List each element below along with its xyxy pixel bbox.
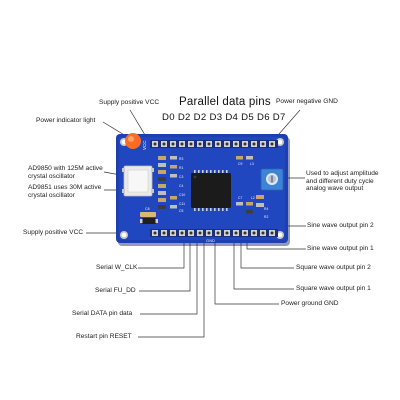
label-ad9850-line1: AD9850 with 125M active xyxy=(28,165,103,172)
label-power-indicator: Power indicator light xyxy=(36,117,96,124)
silk-c8: C8 xyxy=(145,207,150,211)
leader-square2 xyxy=(240,240,294,269)
silk-vcc: VCC xyxy=(142,140,147,150)
svg-text:C7: C7 xyxy=(238,196,242,200)
svg-text:L3: L3 xyxy=(250,162,254,166)
power-led xyxy=(125,133,141,149)
label-amplitude: Used to adjust amplitude and different d… xyxy=(306,170,379,193)
leader-wclk xyxy=(138,240,185,269)
label-serial-data: Serial DATA pin data xyxy=(72,310,133,317)
svg-text:C4: C4 xyxy=(179,184,183,188)
label-square1: Square wave output pin 1 xyxy=(296,285,371,292)
label-ad9850: AD9850 with 125M active crystal oscillat… xyxy=(28,165,103,180)
leader-gnd-bottom xyxy=(214,240,279,305)
smd-components xyxy=(158,156,264,214)
leader-power-indicator xyxy=(102,121,127,137)
label-supply-vcc-left: Supply positive VCC xyxy=(23,229,84,236)
leader-square1 xyxy=(233,240,294,290)
svg-text:R1: R1 xyxy=(179,166,183,170)
svg-text:R4: R4 xyxy=(264,207,268,211)
label-amplitude-line3: analog wave output xyxy=(306,185,364,193)
label-supply-vcc-top: Supply positive VCC xyxy=(99,99,160,106)
top-header xyxy=(150,140,278,148)
leader-reset xyxy=(138,240,205,338)
label-serial-wclk: Serial W_CLK xyxy=(96,264,138,271)
crystal-oscillator xyxy=(122,165,154,197)
svg-text:C5: C5 xyxy=(179,209,183,213)
label-power-gnd-bottom: Power ground GND xyxy=(281,300,339,307)
svg-text:C10: C10 xyxy=(179,193,185,197)
label-amplitude-line1: Used to adjust amplitude xyxy=(306,170,379,177)
svg-text:C9: C9 xyxy=(238,162,242,166)
leader-fudd xyxy=(139,240,191,292)
label-amplitude-line2: and different duty cycle xyxy=(306,177,374,185)
label-sine1: Sine wave output pin 1 xyxy=(307,245,374,252)
capacitor-c8 xyxy=(140,212,158,224)
dds-chip xyxy=(191,170,231,211)
label-ad9850-line2: crystal oscillator xyxy=(28,172,75,180)
potentiometer xyxy=(260,168,284,191)
svg-text:C11: C11 xyxy=(179,202,185,206)
svg-text:R2: R2 xyxy=(264,215,268,219)
svg-text:C3: C3 xyxy=(179,175,183,179)
label-square2: Square wave output pin 2 xyxy=(296,264,371,271)
leader-data xyxy=(140,240,198,315)
label-ad9851: AD9851 uses 30M active crystal oscillato… xyxy=(28,184,101,199)
label-power-gnd-top: Power negative GND xyxy=(276,98,338,105)
parallel-pins-list: D0 D2 D2 D3 D4 D5 D6 D7 xyxy=(162,112,286,123)
label-ad9851-line2: crystal oscillator xyxy=(28,191,75,199)
label-serial-fudd: Serial FU_DD xyxy=(95,287,136,294)
label-restart: Restart pin RESET xyxy=(76,333,132,340)
svg-text:R3: R3 xyxy=(179,157,183,161)
svg-text:L2: L2 xyxy=(251,196,255,200)
silk-gnd: GND xyxy=(206,238,215,243)
bottom-header xyxy=(150,229,278,237)
label-sine2: Sine wave output pin 2 xyxy=(307,222,374,229)
label-ad9851-line1: AD9851 uses 30M active xyxy=(28,184,102,191)
parallel-pins-title: Parallel data pins xyxy=(179,96,271,108)
